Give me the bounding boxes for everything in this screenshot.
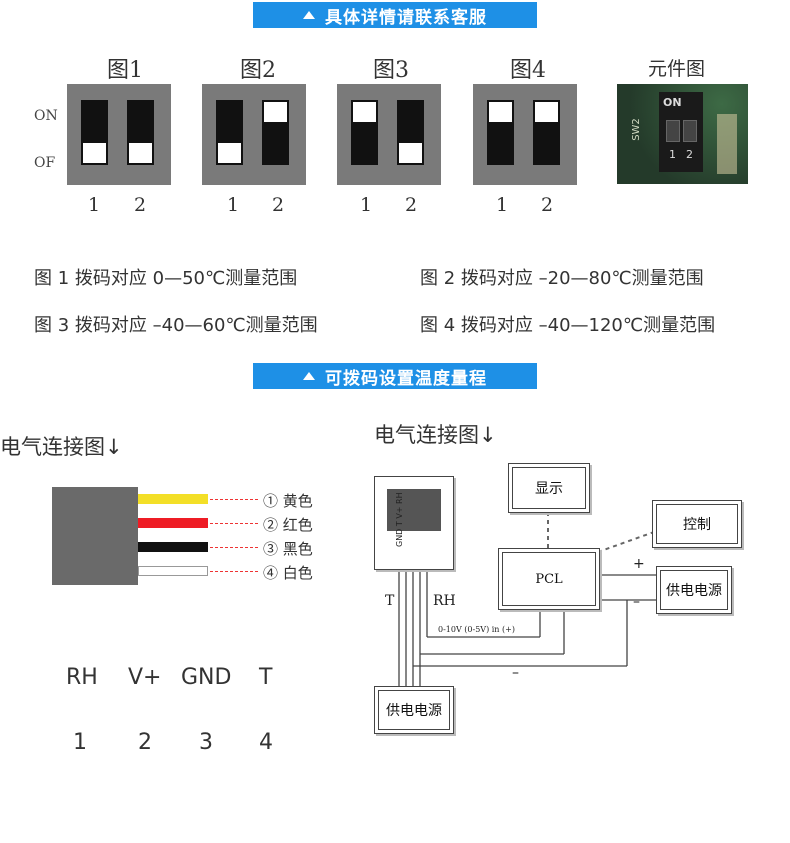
switch-number: 2 xyxy=(272,194,285,216)
on-label: ON xyxy=(34,108,58,124)
pcl-box: PCL xyxy=(498,548,600,610)
pin-gnd: GND xyxy=(181,665,232,690)
figure-3-label: 图3 xyxy=(373,58,409,83)
pcl-label: PCL xyxy=(535,571,563,587)
pin-t: T xyxy=(259,665,273,690)
figure-2-label: 图2 xyxy=(240,58,276,83)
wire-dash xyxy=(210,523,258,524)
switch-slot xyxy=(487,100,514,165)
switch-knob xyxy=(129,143,152,163)
banner-contact-text: 具体详情请联系客服 xyxy=(325,7,487,28)
figure-1-label: 图1 xyxy=(107,58,143,83)
switch-slot xyxy=(216,100,243,165)
minus-bottom-label: – xyxy=(512,665,519,681)
switch-number: 2 xyxy=(541,194,554,216)
power-bottom-label: 供电电源 xyxy=(386,703,442,719)
figure-4-label: 图4 xyxy=(510,58,546,83)
cable-body xyxy=(52,487,138,585)
switch-body: ON 1 2 xyxy=(659,92,703,172)
pin-number-4: 4 xyxy=(259,730,273,755)
pin-vplus: V+ xyxy=(128,665,162,690)
switch-knob xyxy=(353,102,376,122)
switch-knob xyxy=(535,102,558,122)
plus-label: + xyxy=(633,556,645,572)
wire-dash xyxy=(210,547,258,548)
display-label: 显示 xyxy=(535,481,563,497)
control-label: 控制 xyxy=(683,517,711,533)
switch-slot xyxy=(533,100,560,165)
left-wiring-title: 电气连接图↓ xyxy=(0,435,123,459)
switch-knob xyxy=(399,143,422,163)
pin-number-1: 1 xyxy=(73,730,87,755)
right-wiring-title: 电气连接图↓ xyxy=(374,423,497,447)
rh-label: RH xyxy=(433,593,456,609)
off-label: OF xyxy=(34,155,56,171)
switch-knob xyxy=(83,143,106,163)
wire-black xyxy=(138,542,208,552)
switch-slot xyxy=(262,100,289,165)
power-supply-bottom: 供电电源 xyxy=(374,686,454,734)
photo-num-1: 1 xyxy=(669,148,676,161)
minus-label: – xyxy=(633,594,640,610)
banner-range-text: 可拨码设置温度量程 xyxy=(325,368,487,389)
range-4: 图 4 拨码对应 –40—120℃测量范围 xyxy=(414,311,722,337)
sensor-pin-labels: GND T V+ RH xyxy=(395,492,404,547)
dip-switch-3 xyxy=(337,84,441,185)
wire-dash xyxy=(210,499,258,500)
sensor-box: GND T V+ RH xyxy=(374,476,454,570)
wire-2-label: ② 红色 xyxy=(263,516,313,534)
signal-label: 0-10V (0-5V) in (+) xyxy=(438,625,515,634)
sensor-screen xyxy=(387,489,441,531)
component-photo: ON 1 2 SW2 xyxy=(617,84,748,184)
t-label: T xyxy=(385,593,395,609)
range-2: 图 2 拨码对应 –20—80℃测量范围 xyxy=(414,264,710,290)
range-4-text: 图 4 拨码对应 –40—120℃测量范围 xyxy=(420,315,716,336)
switch-knob xyxy=(489,102,512,122)
pin-number-3: 3 xyxy=(199,730,213,755)
pin-number-2: 2 xyxy=(138,730,152,755)
switch-number: 1 xyxy=(227,194,240,216)
range-3: 图 3 拨码对应 –40—60℃测量范围 xyxy=(28,311,324,337)
range-1: 图 1 拨码对应 0—50℃测量范围 xyxy=(28,264,304,290)
switch-knob xyxy=(264,102,287,122)
switch-knob xyxy=(218,143,241,163)
switch-number: 1 xyxy=(496,194,509,216)
control-box: 控制 xyxy=(652,500,742,548)
wire-4-label: ④ 白色 xyxy=(263,564,313,582)
power-supply-right: 供电电源 xyxy=(656,566,732,614)
range-1-text: 图 1 拨码对应 0—50℃测量范围 xyxy=(34,268,298,289)
switch-slot xyxy=(351,100,378,165)
power-right-label: 供电电源 xyxy=(666,583,722,599)
banner-contact: 具体详情请联系客服 xyxy=(253,2,537,28)
range-3-text: 图 3 拨码对应 –40—60℃测量范围 xyxy=(34,315,318,336)
switch-number: 1 xyxy=(360,194,373,216)
photo-num-2: 2 xyxy=(686,148,693,161)
dip-switch-1 xyxy=(67,84,171,185)
triangle-up-icon xyxy=(303,372,315,380)
wire-yellow xyxy=(138,494,208,504)
switch-slot xyxy=(127,100,154,165)
dip-switch-4 xyxy=(473,84,577,185)
switch-number: 2 xyxy=(405,194,418,216)
switch-slot xyxy=(397,100,424,165)
range-2-text: 图 2 拨码对应 –20—80℃测量范围 xyxy=(420,268,704,289)
photo-on-text: ON xyxy=(663,96,682,109)
wire-1-label: ① 黄色 xyxy=(263,492,313,510)
component-label: 元件图 xyxy=(648,58,706,80)
wire-dash xyxy=(210,571,258,572)
display-box: 显示 xyxy=(508,463,590,513)
wire-3-label: ③ 黑色 xyxy=(263,540,313,558)
switch-slot xyxy=(81,100,108,165)
switch-number: 2 xyxy=(134,194,147,216)
triangle-up-icon xyxy=(303,11,315,19)
switch-number: 1 xyxy=(88,194,101,216)
dip-switch-2 xyxy=(202,84,306,185)
banner-range: 可拨码设置温度量程 xyxy=(253,363,537,389)
wire-white xyxy=(138,566,208,576)
wire-red xyxy=(138,518,208,528)
pin-rh: RH xyxy=(66,665,98,690)
